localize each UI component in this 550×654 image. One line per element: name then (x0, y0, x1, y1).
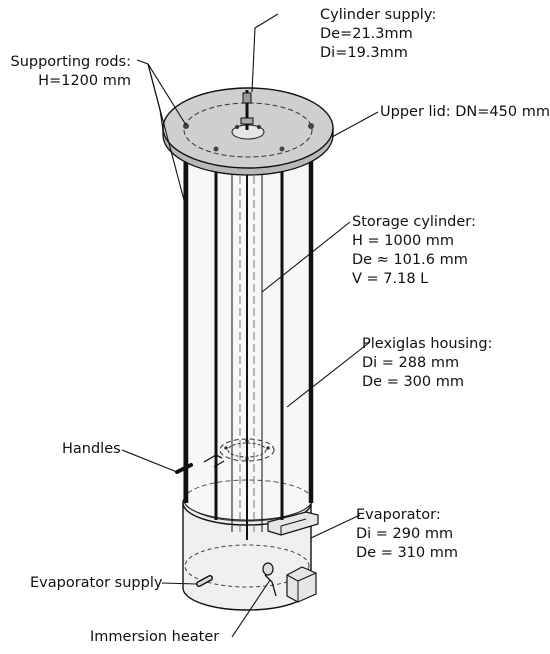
storage-cylinder-title: Storage cylinder: (352, 214, 476, 230)
supporting-rods-title: Supporting rods: (10, 54, 131, 70)
immersion-heater-title: Immersion heater (90, 629, 220, 645)
immersion-heater-drawing (262, 562, 277, 597)
handles-label: Handles (62, 440, 121, 459)
cylinder-supply-pipe (240, 90, 254, 130)
storage-cylinder-drawing (219, 140, 275, 540)
storage-cylinder-outer-diameter: De ≈ 101.6 mm (352, 252, 468, 268)
evaporator-inner-diameter: Di = 290 mm (356, 526, 454, 542)
cylinder-supply-title: Cylinder supply: (320, 7, 437, 23)
evaporator-outer-diameter: De = 310 mm (356, 545, 458, 561)
supporting-rods-drawing (183, 130, 314, 520)
cylinder-supply-outer-diameter: De=21.3mm (320, 26, 413, 42)
evaporator-supply-label: Evaporator supply (30, 574, 162, 593)
evaporator-supply-title: Evaporator supply (30, 575, 163, 591)
evaporator-supply-pipe (196, 575, 213, 587)
storage-cylinder-volume: V = 7.18 L (352, 271, 429, 287)
plexiglas-housing-label: Plexiglas housing: Di = 288 mm De = 300 … (362, 335, 492, 392)
leader-lines (121, 13, 379, 638)
plexiglas-housing-outer-diameter: De = 300 mm (362, 374, 464, 390)
evaporator-title: Evaporator: (356, 507, 441, 523)
supporting-rods-height: H=1200 mm (38, 73, 131, 89)
storage-cylinder-height: H = 1000 mm (352, 233, 455, 249)
upper-lid-drawing (162, 87, 334, 176)
supporting-rods-label: Supporting rods: H=1200 mm (6, 53, 131, 91)
upper-lid-label: Upper lid: DN=450 mm (380, 103, 550, 122)
storage-cylinder-label: Storage cylinder: H = 1000 mm De ≈ 101.6… (352, 213, 476, 289)
cylinder-supply-inner-diameter: Di=19.3mm (320, 45, 408, 61)
immersion-heater-label: Immersion heater (90, 628, 219, 647)
upper-lid-title: Upper lid: DN=450 mm (380, 104, 550, 120)
handles-drawing (175, 454, 225, 474)
evaporator-label: Evaporator: Di = 290 mm De = 310 mm (356, 506, 458, 563)
cylinder-supply-label: Cylinder supply: De=21.3mm Di=19.3mm (320, 6, 436, 63)
plexiglas-housing-title: Plexiglas housing: (362, 336, 493, 352)
handles-title: Handles (62, 441, 121, 457)
plexiglas-housing-inner-diameter: Di = 288 mm (362, 355, 460, 371)
